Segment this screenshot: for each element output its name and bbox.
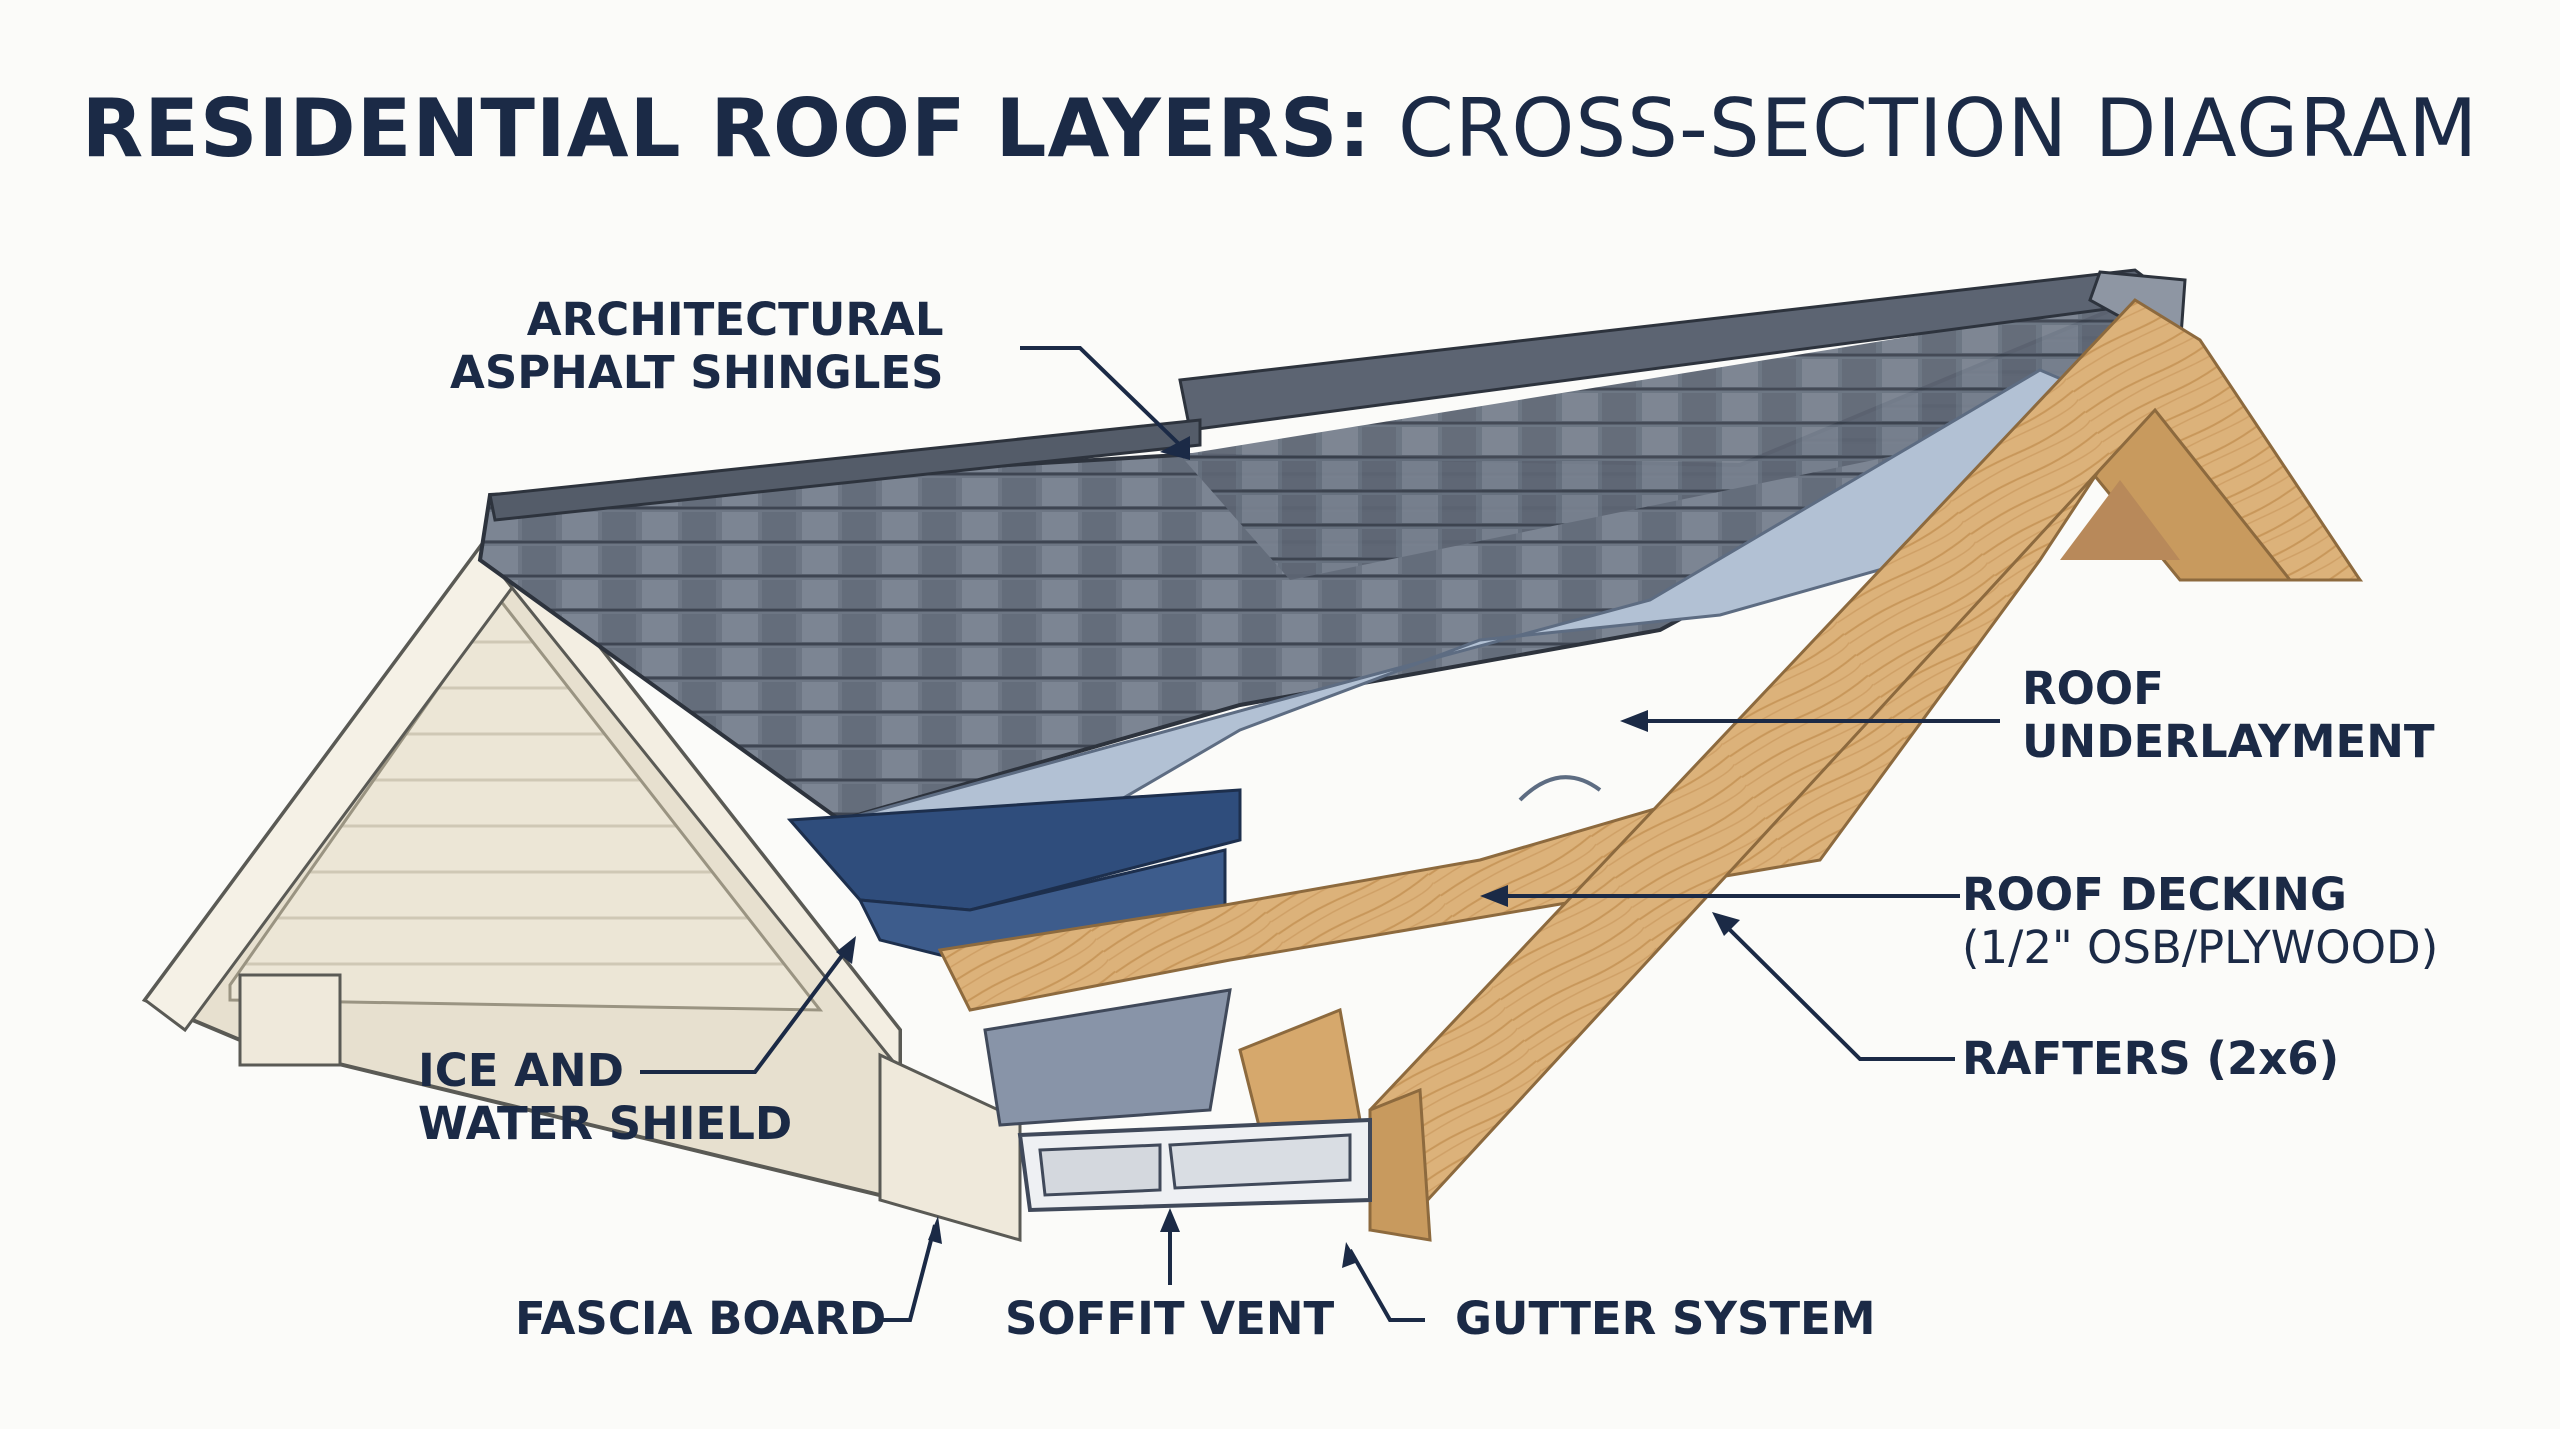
gable-end — [141, 516, 1022, 1242]
label-ice-shield-line1: ICE AND — [418, 1044, 625, 1097]
label-fascia: FASCIA BOARD — [515, 1292, 887, 1345]
rafter-beam — [1238, 298, 2363, 1242]
label-decking-line1: ROOF DECKING — [1962, 868, 2347, 921]
rafters-leader — [1718, 918, 1955, 1061]
ice-shield-leader — [640, 943, 852, 1074]
label-gutter: GUTTER SYSTEM — [1455, 1292, 1876, 1345]
gutter-leader — [1348, 1249, 1425, 1322]
leader-lines — [640, 346, 2000, 1322]
label-ice-shield-line2: WATER SHIELD — [418, 1097, 793, 1150]
shingles-leader — [1020, 346, 1182, 447]
label-decking: ROOF DECKING (1/2" OSB/PLYWOOD) — [1962, 868, 2438, 974]
label-shingles: ARCHITECTURAL ASPHALT SHINGLES — [450, 293, 944, 399]
shingle-field — [477, 268, 2187, 823]
label-decking-line2: (1/2" OSB/PLYWOOD) — [1962, 921, 2439, 974]
fascia-leader — [880, 1224, 937, 1322]
label-ice-shield: ICE AND WATER SHIELD — [418, 1044, 792, 1150]
label-underlayment-line2: UNDERLAYMENT — [2022, 715, 2435, 768]
label-shingles-line1: ARCHITECTURAL — [526, 293, 944, 346]
title-bold: RESIDENTIAL ROOF LAYERS: — [81, 82, 1372, 175]
title-regular: CROSS-SECTION DIAGRAM — [1397, 82, 2479, 175]
label-rafters: RAFTERS (2x6) — [1962, 1032, 2340, 1085]
label-shingles-line2: ASPHALT SHINGLES — [450, 346, 944, 399]
page-title: RESIDENTIAL ROOF LAYERS: CROSS-SECTION D… — [0, 82, 2560, 175]
label-soffit: SOFFIT VENT — [1005, 1292, 1335, 1345]
label-underlayment: ROOF UNDERLAYMENT — [2022, 662, 2435, 768]
label-underlayment-line1: ROOF — [2022, 662, 2164, 715]
soffit-gutter — [983, 988, 1372, 1213]
